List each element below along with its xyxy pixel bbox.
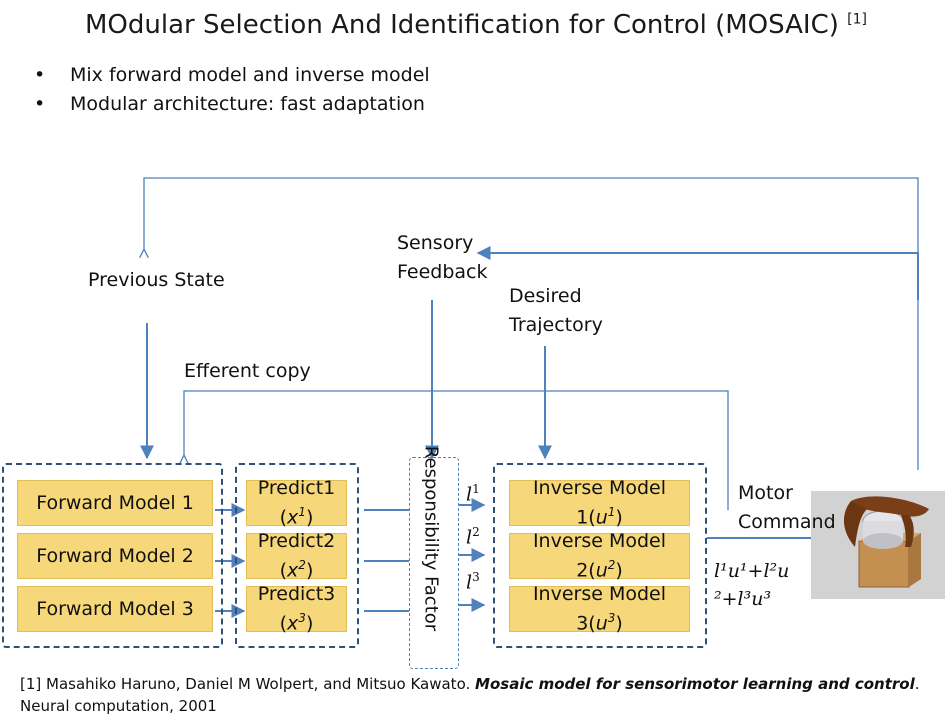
predict-2-x: x xyxy=(287,559,299,582)
responsibility-factor-label: Responsibility Factor xyxy=(420,445,442,632)
hand-image xyxy=(811,491,945,599)
page-title: MOdular Selection And Identification for… xyxy=(0,10,952,40)
forward-model-2: Forward Model 2 xyxy=(17,533,213,579)
inverse-2-sup: 2 xyxy=(607,558,616,573)
bullet-dot: • xyxy=(34,64,46,86)
predict-box-3: Predict3 (x3) xyxy=(246,583,347,635)
motor-command-line2: Command xyxy=(738,511,836,533)
desired-trajectory-label: Desired Trajectory xyxy=(509,282,603,340)
reference-title: Mosaic model for sensorimotor learning a… xyxy=(475,675,915,693)
forward-model-2-label: Forward Model 2 xyxy=(36,545,194,567)
bullet-text-2: Modular architecture: fast adaptation xyxy=(70,93,425,115)
inverse-model-1: Inverse Model 1(u1) xyxy=(509,477,690,529)
output-formula-line1: l¹u¹+l²u xyxy=(714,560,790,582)
lambda-3-sym: l xyxy=(466,571,473,594)
inverse-1-var: 1(u1) xyxy=(576,505,623,529)
predict-1-sup: 1 xyxy=(298,505,306,520)
title-ref: [1] xyxy=(847,11,867,28)
efferent-copy-label: Efferent copy xyxy=(184,360,311,382)
output-formula-line2: ²+l³u³ xyxy=(714,588,772,610)
sensory-feedback-label: Sensory Feedback xyxy=(397,229,487,287)
forward-model-1-label: Forward Model 1 xyxy=(36,492,194,514)
predictions-group xyxy=(235,463,359,648)
lambda-2-sup: 2 xyxy=(472,525,480,539)
loop-to-sensory-feedback xyxy=(476,246,919,300)
predict-2-name: Predict2 xyxy=(257,530,336,553)
predict-1-var: (x1) xyxy=(279,505,314,529)
predict-box-1: Predict1 (x1) xyxy=(246,477,347,529)
title-text: MOdular Selection And Identification for… xyxy=(85,10,839,40)
lambda-1: l1 xyxy=(466,482,480,505)
inverse-3-name: Inverse Model xyxy=(532,583,667,606)
efferent-copy-line xyxy=(184,390,729,510)
desired-trajectory-line1: Desired xyxy=(509,285,582,307)
forward-model-3: Forward Model 3 xyxy=(17,586,213,632)
lambda-2-sym: l xyxy=(466,526,473,549)
predict-3-var: (x3) xyxy=(279,611,314,635)
reference-suffix: . xyxy=(914,675,920,693)
inverse-2-var: 2(u2) xyxy=(576,558,623,582)
bullet-item-2: • Modular architecture: fast adaptation xyxy=(34,93,425,115)
reference-line2: Neural computation, 2001 xyxy=(20,697,217,715)
inverse-1-u: u xyxy=(595,506,608,529)
predict-2-var: (x2) xyxy=(279,558,314,582)
inverse-3-u: u xyxy=(595,612,608,635)
sensory-feedback-line1: Sensory xyxy=(397,232,474,254)
inverse-1-name: Inverse Model xyxy=(532,477,667,500)
inverse-2-num: 2 xyxy=(576,559,589,582)
lambda-3-sup: 3 xyxy=(472,570,480,584)
inverse-1-num: 1 xyxy=(576,506,589,529)
loop-to-previous-state xyxy=(144,177,919,470)
lambda-3: l3 xyxy=(466,570,480,593)
reference-line1: [1] Masahiko Haruno, Daniel M Wolpert, a… xyxy=(20,673,940,695)
inverse-3-sup: 3 xyxy=(607,611,616,626)
reference-citation: [1] Masahiko Haruno, Daniel M Wolpert, a… xyxy=(20,673,940,717)
desired-trajectory-line2: Trajectory xyxy=(509,314,603,336)
predict-1-name: Predict1 xyxy=(257,477,336,500)
motor-command-label: Motor Command xyxy=(738,479,836,537)
reference-authors: [1] Masahiko Haruno, Daniel M Wolpert, a… xyxy=(20,675,476,693)
inverse-3-var: 3(u3) xyxy=(576,611,623,635)
inverse-2-u: u xyxy=(595,559,608,582)
sensory-feedback-line2: Feedback xyxy=(397,261,488,283)
forward-model-3-label: Forward Model 3 xyxy=(36,598,194,620)
predict-1-x: x xyxy=(287,506,299,529)
previous-state-label: Previous State xyxy=(88,269,225,291)
predict-3-sup: 3 xyxy=(298,611,306,626)
predict-2-sup: 2 xyxy=(298,558,306,573)
inverse-2-name: Inverse Model xyxy=(532,530,667,553)
forward-models-group xyxy=(2,463,223,648)
inverse-model-2: Inverse Model 2(u2) xyxy=(509,530,690,582)
inverse-models-group xyxy=(493,463,707,648)
responsibility-factor-box xyxy=(409,457,459,669)
inverse-1-sup: 1 xyxy=(607,505,616,520)
lambda-1-sup: 1 xyxy=(472,482,480,496)
bullet-dot: • xyxy=(34,93,46,115)
inverse-3-num: 3 xyxy=(576,612,589,635)
predict-3-name: Predict3 xyxy=(257,583,336,606)
inverse-model-3: Inverse Model 3(u3) xyxy=(509,583,690,635)
lambda-2: l2 xyxy=(466,525,480,548)
motor-command-line1: Motor xyxy=(738,482,793,504)
predict-box-2: Predict2 (x2) xyxy=(246,530,347,582)
predict-3-x: x xyxy=(287,612,299,635)
output-formula: l¹u¹+l²u ²+l³u³ xyxy=(714,557,789,613)
bullet-item-1: • Mix forward model and inverse model xyxy=(34,64,430,86)
forward-model-1: Forward Model 1 xyxy=(17,480,213,526)
bullet-text-1: Mix forward model and inverse model xyxy=(70,64,430,86)
lambda-1-sym: l xyxy=(466,483,473,506)
